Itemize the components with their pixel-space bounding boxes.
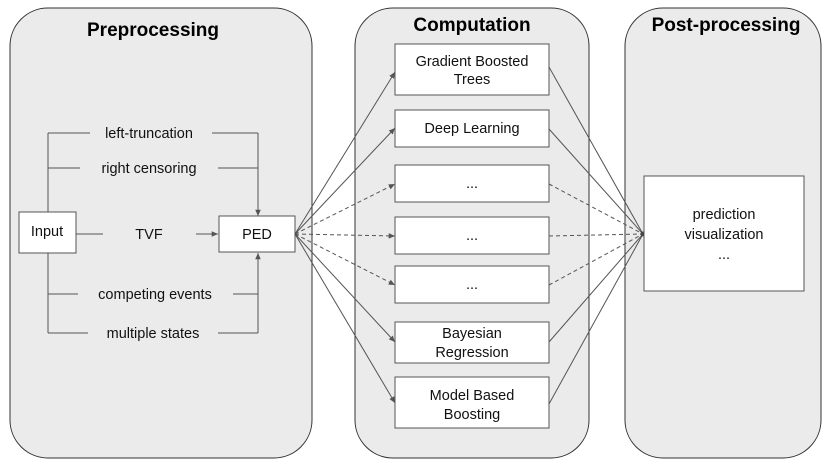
- preprocessing-panel: [9, 7, 313, 459]
- gradient-boosted-trees-box: [394, 43, 550, 96]
- prediction-label: prediction: [693, 207, 756, 223]
- placeholder-model-box-2: [394, 216, 550, 255]
- mbb-label-line1: Model Based: [430, 388, 515, 404]
- bayes-label-line2: Regression: [435, 345, 508, 361]
- preprocessing-title: Preprocessing: [87, 20, 219, 41]
- models-to-output-lines: [548, 66, 646, 405]
- placeholder-model-box-1: [394, 164, 550, 203]
- mbb-label-line2: Boosting: [444, 407, 500, 423]
- postprocessing-title: Post-processing: [652, 15, 801, 36]
- left-truncation-label: left-truncation: [105, 126, 193, 142]
- right-censoring-label: right censoring: [101, 161, 196, 177]
- input-label: Input: [31, 224, 63, 240]
- placeholder-model-box-3: [394, 265, 550, 304]
- competing-events-label: competing events: [98, 287, 212, 303]
- gbt-label-line1: Gradient Boosted: [416, 54, 529, 70]
- ped-box: [218, 215, 296, 253]
- gbt-label-line2: Trees: [454, 72, 491, 88]
- placeholder-model-label-2: ...: [466, 228, 478, 244]
- bayes-label-line1: Bayesian: [442, 326, 502, 342]
- multiple-states-label: multiple states: [107, 326, 200, 342]
- visualization-label: visualization: [685, 227, 764, 243]
- placeholder-model-label-3: ...: [466, 277, 478, 293]
- output-box: [643, 175, 805, 292]
- model-based-boosting-box: [394, 376, 550, 429]
- computation-title: Computation: [413, 15, 530, 36]
- tvf-label: TVF: [135, 227, 163, 243]
- input-box: [18, 211, 77, 254]
- ped-to-models-arrows: [294, 71, 396, 404]
- bayesian-regression-box: [394, 321, 550, 364]
- preprocessing-connectors: [47, 132, 261, 334]
- deep-learning-label: Deep Learning: [424, 121, 519, 137]
- ped-label: PED: [242, 227, 272, 243]
- placeholder-model-label-1: ...: [466, 176, 478, 192]
- output-ellipsis-label: ...: [718, 247, 730, 263]
- deep-learning-box: [394, 109, 550, 148]
